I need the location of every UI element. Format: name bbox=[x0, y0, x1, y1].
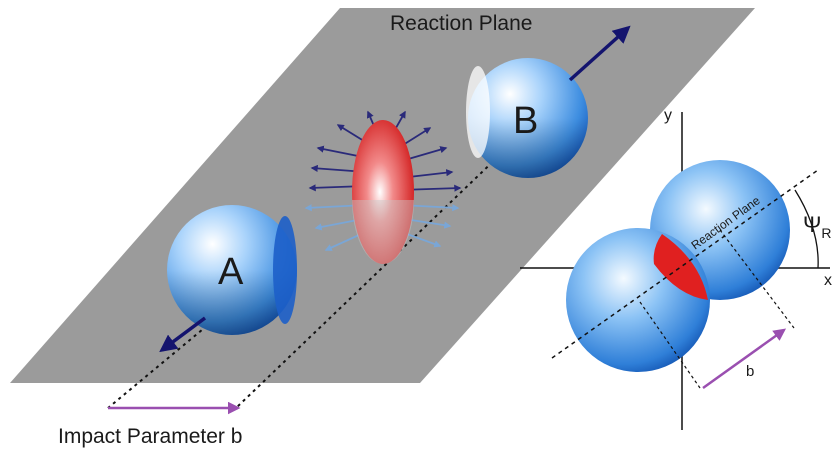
psi-label: ΨR bbox=[803, 212, 832, 241]
transverse-plane-inset: y x Reaction Plane ΨR b bbox=[520, 107, 832, 430]
nucleus-a-arrow bbox=[159, 316, 207, 353]
nucleus-a-label: A bbox=[218, 251, 244, 293]
transverse-nucleus-lower bbox=[566, 228, 710, 372]
x-axis-label: x bbox=[824, 272, 832, 289]
nucleus-b-arrow bbox=[568, 25, 631, 82]
dotted-line-b bbox=[235, 127, 529, 409]
b-arrow bbox=[702, 328, 787, 390]
transverse-overlap bbox=[653, 234, 708, 300]
nucleus-b-label: B bbox=[513, 100, 538, 142]
nucleus-a bbox=[159, 205, 297, 353]
nucleus-b bbox=[466, 25, 631, 178]
psi-subscript: R bbox=[821, 225, 831, 241]
reaction-plane-line bbox=[551, 169, 819, 359]
impact-parameter-label: Impact Parameter b bbox=[58, 425, 242, 448]
reaction-plane-label: Reaction Plane bbox=[390, 12, 532, 35]
psi-symbol: Ψ bbox=[803, 212, 821, 237]
b-guide-upper bbox=[719, 229, 795, 329]
b-label: b bbox=[746, 363, 754, 380]
psi-arc bbox=[794, 189, 819, 269]
y-axis-label: y bbox=[664, 107, 672, 124]
overlap-region bbox=[304, 110, 462, 264]
